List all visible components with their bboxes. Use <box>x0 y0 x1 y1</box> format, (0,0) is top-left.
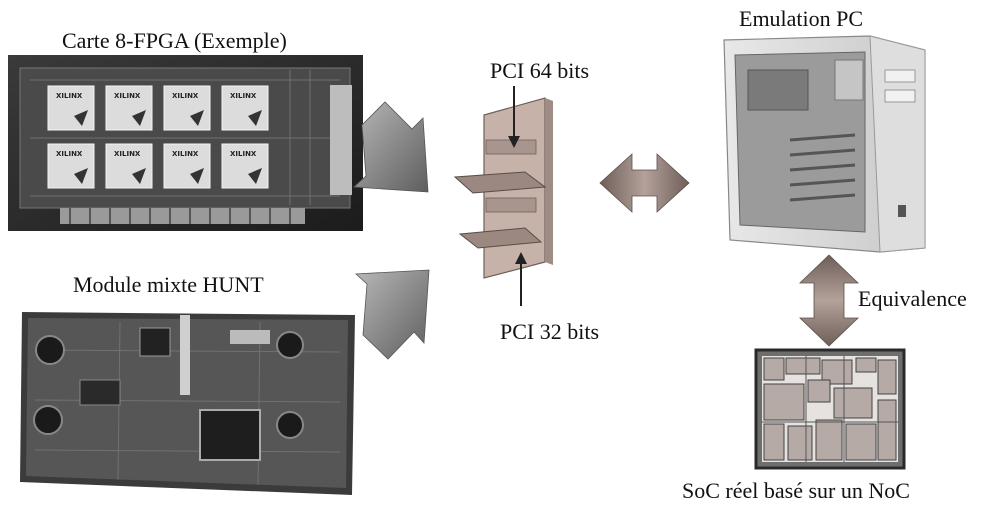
fpga-chip-brand: XILINX <box>56 150 83 158</box>
fpga-chip-brand: XILINX <box>230 150 257 158</box>
fpga-chip: XILINX <box>47 143 95 189</box>
fpga-chip: XILINX <box>163 143 211 189</box>
fpga-board-label: Carte 8-FPGA (Exemple) <box>62 28 287 53</box>
equivalence-arrow <box>799 254 859 347</box>
arrow-hunt-to-pci <box>355 269 430 360</box>
fpga-chip-logo-icon <box>132 110 146 126</box>
emulation-pc-label: Emulation PC <box>739 6 864 31</box>
fpga-chip: XILINX <box>221 143 269 189</box>
fpga-chip-logo-icon <box>132 168 146 184</box>
pci32-label: PCI 32 bits <box>500 319 600 344</box>
equivalence-label: Equivalence <box>858 286 967 311</box>
fpga-chip-logo-icon <box>190 110 204 126</box>
pci64-label: PCI 64 bits <box>490 58 590 83</box>
fpga-chip-brand: XILINX <box>114 92 141 100</box>
bidirectional-arrow-pci-pc <box>599 153 690 213</box>
fpga-chip-logo-icon <box>190 168 204 184</box>
fpga-chip-brand: XILINX <box>114 150 141 158</box>
fpga-chip-logo-icon <box>248 110 262 126</box>
fpga-chip-brand: XILINX <box>230 92 257 100</box>
soc-noc-floorplan <box>754 348 906 470</box>
fpga-chip: XILINX <box>105 85 153 131</box>
soc-label: SoC réel basé sur un NoC <box>682 478 910 503</box>
fpga-chip: XILINX <box>221 85 269 131</box>
fpga-chip-logo-icon <box>74 110 88 126</box>
hunt-module-label: Module mixte HUNT <box>73 272 264 297</box>
arrow-fpga-to-pci <box>353 101 429 193</box>
fpga-chip: XILINX <box>163 85 211 131</box>
fpga-board-image: XILINX XILINX XILINX XILINX XILINX XILINX XILI… <box>8 55 363 231</box>
fpga-chip: XILINX <box>105 143 153 189</box>
fpga-chip-brand: XILINX <box>56 92 83 100</box>
pci-slot-panel <box>453 86 553 306</box>
fpga-chip: XILINX <box>47 85 95 131</box>
fpga-chip-logo-icon <box>248 168 262 184</box>
fpga-chip-grid: XILINX XILINX XILINX XILINX XILINX XILINX XILI… <box>47 85 269 189</box>
fpga-chip-brand: XILINX <box>172 92 199 100</box>
fpga-chip-brand: XILINX <box>172 150 199 158</box>
emulation-pc-image <box>723 35 926 253</box>
hunt-module-image <box>20 312 355 495</box>
fpga-chip-logo-icon <box>74 168 88 184</box>
